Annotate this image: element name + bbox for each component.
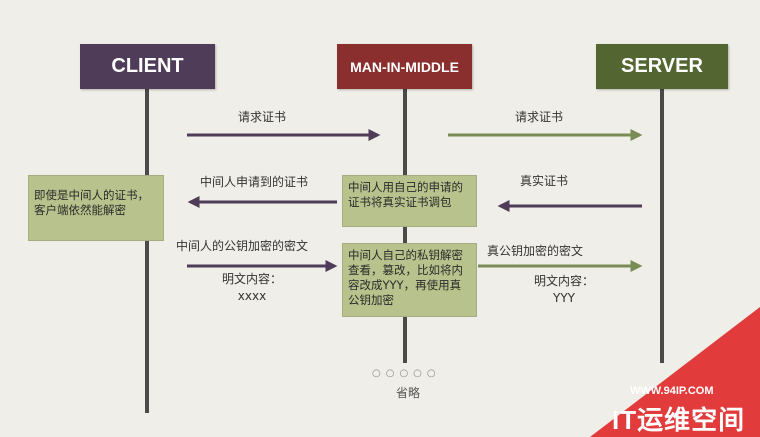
label-mitm-cert: 中间人申请到的证书 [200,175,309,189]
client-lifeline [145,88,149,413]
server-lifeline [660,88,664,363]
server-plaintext-title: 明文内容： [533,274,594,288]
client-note: 即使是中间人的证书，客户端依然能解密 [28,175,164,241]
label-mitm-request: 请求证书 [515,110,564,124]
watermark-brand: IT运维空间 [612,405,746,435]
watermark-url: WWW.94IP.COM [630,385,714,397]
label-client-request: 请求证书 [238,110,287,124]
client-plaintext-title: 明文内容： [221,272,282,286]
label-server-encrypted: 真公钥加密的密文 [487,244,584,258]
mitm-note-cert-swap: 中间人用自己的申请的证书将真实证书调包 [342,175,477,227]
label-client-plaintext: 明文内容： xxxx [212,270,292,303]
label-real-cert: 真实证书 [520,174,569,188]
label-server-plaintext: 明文内容： YYY [524,272,604,305]
server-plaintext-value: YYY [553,291,575,305]
mitm-actor: MAN-IN-MIDDLE [337,44,472,89]
client-plaintext-value: xxxx [237,289,267,303]
server-actor: SERVER [596,44,728,89]
client-actor: CLIENT [80,44,215,89]
ellipsis-dots: ○○○○○ [372,368,441,379]
watermark-corner [590,307,760,437]
omitted-label: 省略 [396,386,421,400]
label-client-encrypted: 中间人的公钥加密的密文 [176,239,309,253]
mitm-note-decrypt: 中间人自己的私钥解密查看，篡改，比如将内容改成YYY，再使用真公钥加密 [342,243,477,317]
